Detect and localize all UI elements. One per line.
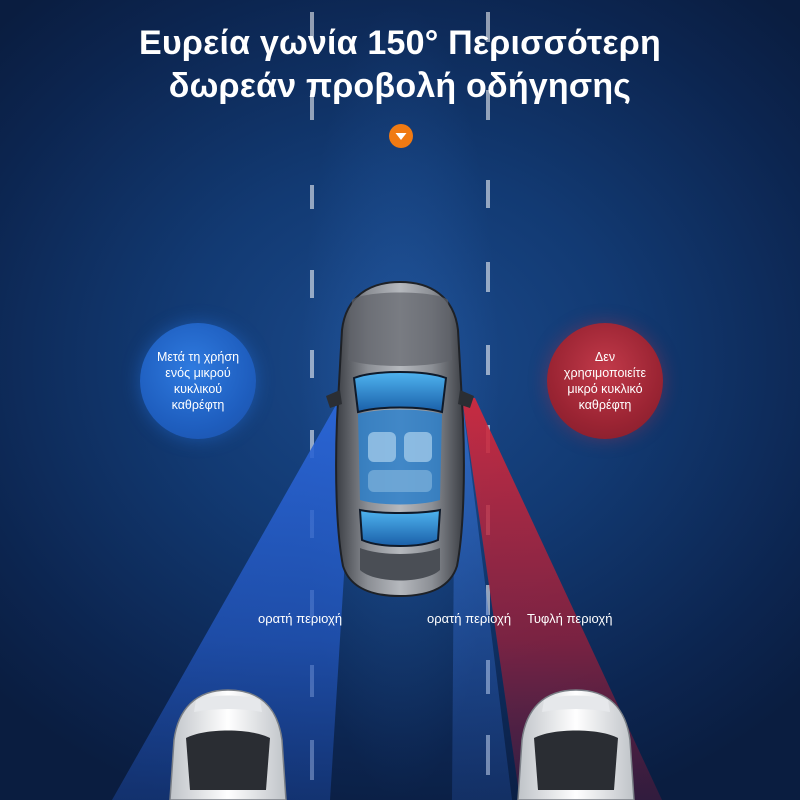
right-visible-zone-label: ορατή περιοχή xyxy=(427,611,512,626)
without-mirror-bubble: Δεν χρησιμοποιείτε μικρό κυκλικό καθρέφτ… xyxy=(547,323,663,439)
chevron-down-icon xyxy=(389,124,413,148)
blind-spot-zone-label: Τυφλή περιοχή xyxy=(527,611,613,626)
rear-left-car xyxy=(169,689,287,800)
left-visible-zone-label: ορατή περιοχή xyxy=(258,611,343,626)
without-mirror-text: Δεν χρησιμοποιείτε μικρό κυκλικό καθρέφτ… xyxy=(563,350,647,412)
headline-line-1: Ευρεία γωνία 150° Περισσότερη xyxy=(139,24,661,62)
with-mirror-text: Μετά τη χρήση ενός μικρού κυκλικού καθρέ… xyxy=(156,350,240,412)
headline: Ευρεία γωνία 150° Περισσότερη δωρεάν προ… xyxy=(0,22,800,108)
main-car xyxy=(326,280,474,598)
headline-line-2: δωρεάν προβολή οδήγησης xyxy=(168,67,632,105)
with-mirror-bubble: Μετά τη χρήση ενός μικρού κυκλικού καθρέ… xyxy=(140,323,256,439)
right-visible-zone xyxy=(452,398,512,800)
rear-right-car xyxy=(517,689,635,800)
left-visible-zone xyxy=(112,398,355,800)
blind-spot-zone xyxy=(462,398,662,800)
